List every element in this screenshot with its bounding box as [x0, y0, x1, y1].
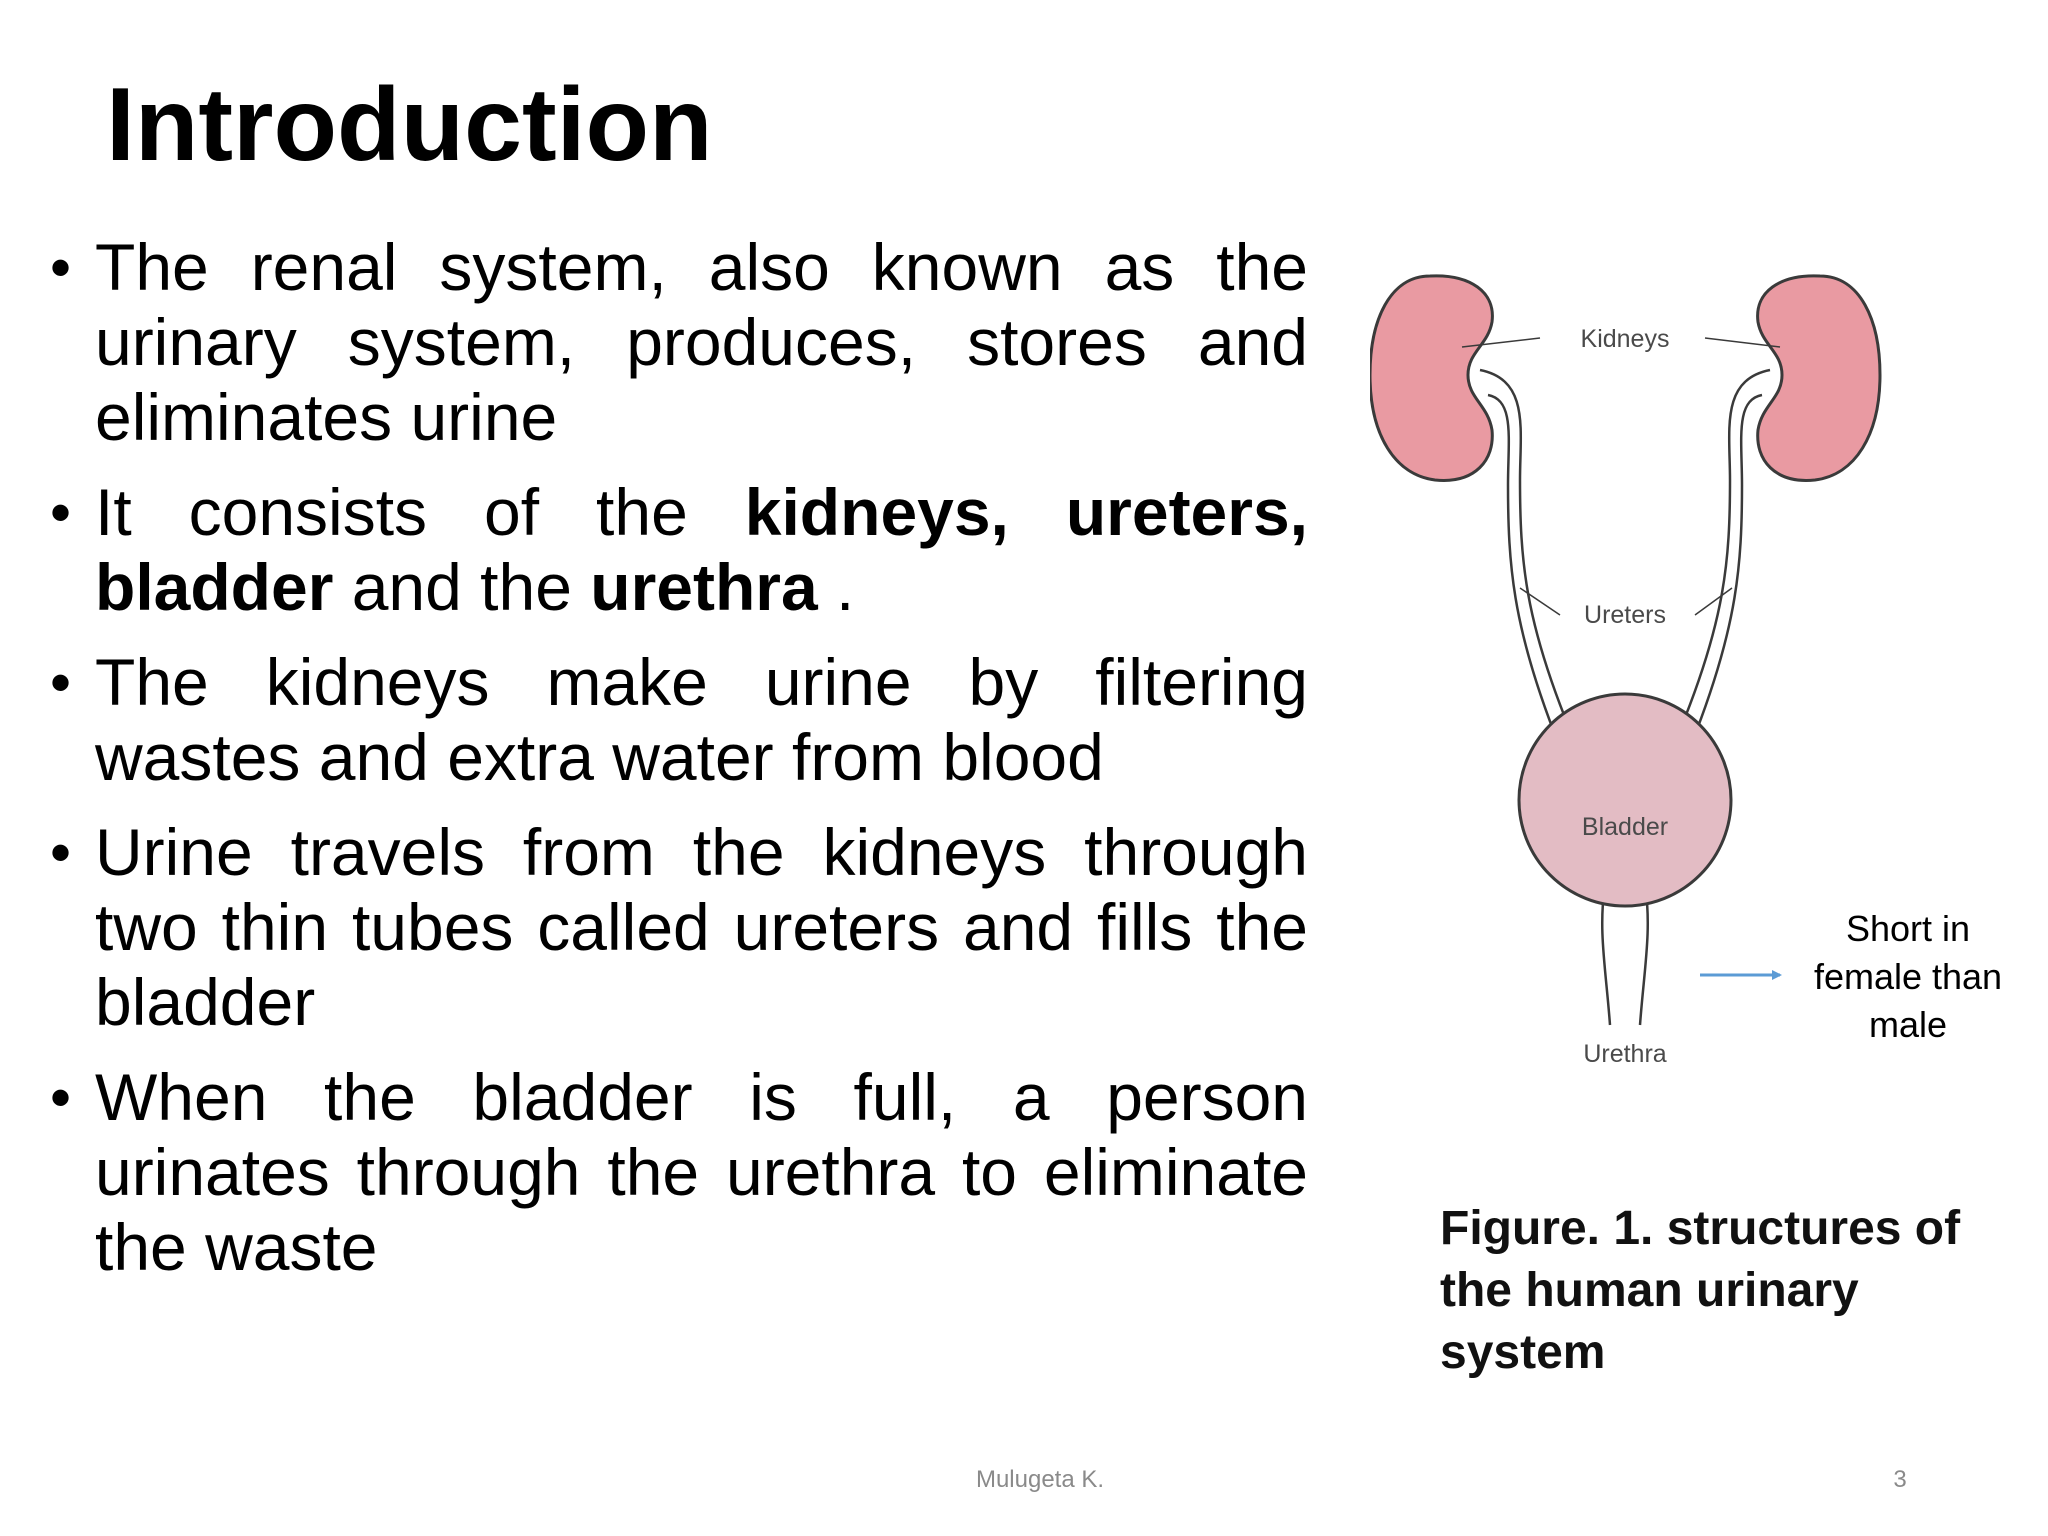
bullet-text-bold: urethra [590, 550, 818, 624]
kidneys-leader-left [1461, 337, 1541, 348]
bullet-dot: • [50, 479, 72, 546]
page-number: 3 [1893, 1466, 1907, 1493]
left-ureter-inner [1487, 393, 1556, 733]
figure-caption: Figure. 1. structures of the human urina… [1440, 1202, 1961, 1379]
bullet-item: • It consists of the kidneys, ureters, b… [50, 475, 1308, 625]
note-line-3: male [1869, 1004, 1947, 1045]
bullet-text: . [817, 550, 855, 624]
kidneys-label: Kidneys [1581, 325, 1670, 353]
ureters-leader-right [1694, 587, 1733, 616]
bullet-item: • When the bladder is full, a person uri… [50, 1060, 1308, 1285]
ureters-leader-left [1519, 587, 1561, 616]
bullet-list: • The renal system, also known as the ur… [50, 230, 1308, 1305]
right-ureter-inner [1694, 393, 1763, 733]
bullet-text: When the bladder is full, a person urina… [95, 1060, 1308, 1284]
bullet-text: The kidneys make urine by filtering wast… [95, 645, 1308, 794]
bullet-dot: • [50, 649, 72, 716]
left-ureter-outer [1479, 368, 1572, 731]
bladder-label: Bladder [1582, 813, 1668, 841]
bullet-text: It consists of the [95, 475, 745, 549]
urethra-label: Urethra [1583, 1040, 1666, 1068]
bullet-text: The renal system, also known as the urin… [95, 230, 1308, 454]
left-kidney-shape [1370, 274, 1494, 482]
bullet-item: • Urine travels from the kidneys through… [50, 815, 1308, 1040]
footer-author: Mulugeta K. [975, 1466, 1105, 1493]
bullet-item: • The kidneys make urine by filtering wa… [50, 645, 1308, 795]
bullet-dot: • [50, 1064, 72, 1131]
bullet-text: Urine travels from the kidneys through t… [95, 815, 1308, 1039]
bullet-dot: • [50, 234, 72, 301]
ureters-label: Ureters [1584, 601, 1666, 629]
urinary-system-diagram: Kidneys Ureters Bladder Urethra Short in… [1370, 274, 2002, 1068]
right-ureter-outer [1678, 368, 1771, 731]
bullet-item: • The renal system, also known as the ur… [50, 230, 1308, 455]
bullet-text: and the [333, 550, 591, 624]
note-line-1: Short in [1846, 908, 1970, 949]
bullet-text-bold: kidneys, ureters, bladder [95, 475, 1308, 624]
slide-title: Introduction [106, 67, 713, 183]
kidneys-leader-right [1704, 337, 1781, 348]
note-line-2: female than [1814, 956, 2002, 997]
bladder-shape [1517, 692, 1733, 908]
right-kidney-shape [1756, 274, 1882, 482]
bullet-dot: • [50, 819, 72, 886]
